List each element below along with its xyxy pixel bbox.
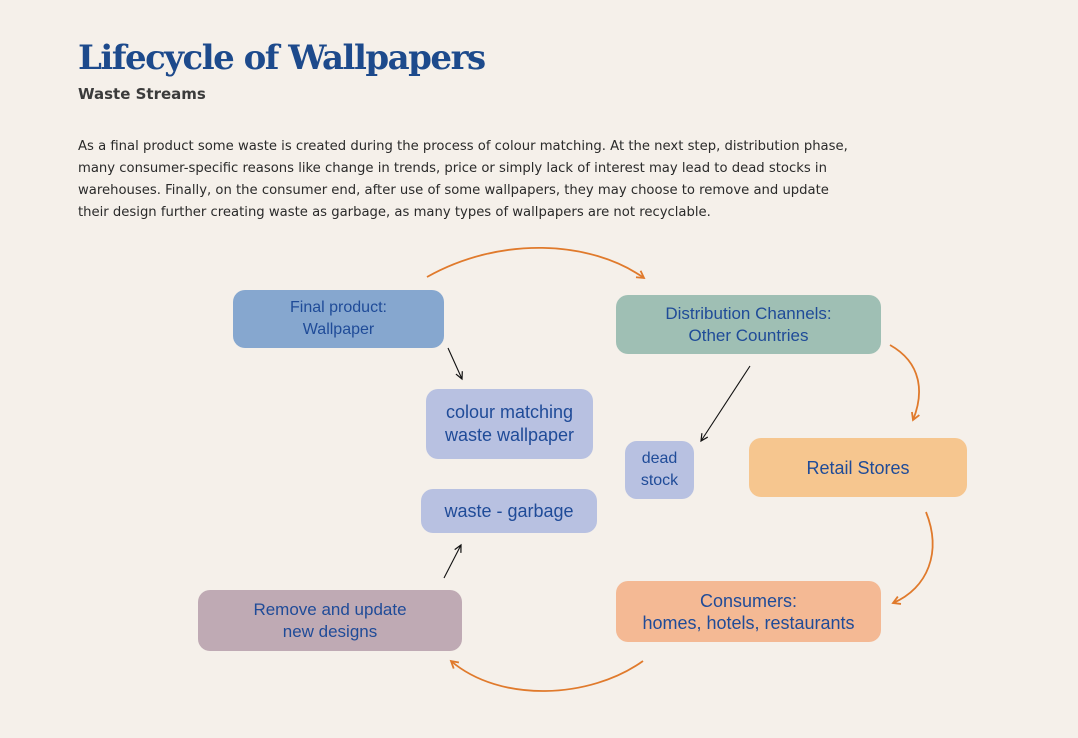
arrow-distribution-to-dead-stock [700,365,751,443]
node-colour-matching-waste: colour matching waste wallpaper [426,389,593,459]
arrow-retail-to-consumers [891,511,934,605]
node-consumers: Consumers: homes, hotels, restaurants [616,581,881,642]
node-retail-label: Retail Stores [806,457,910,478]
node-dead-stock-line2: stock [640,472,679,489]
node-remove-update: Remove and update new designs [198,590,462,651]
node-dead-stock-line1: dead [641,450,678,467]
node-retail-stores: Retail Stores [749,438,967,497]
arrow-final-to-colour-waste [447,347,463,381]
arrow-remove-to-garbage [443,543,462,579]
node-waste-garbage: waste - garbage [421,489,597,533]
page-subtitle: Waste Streams [78,85,206,103]
arrow-distribution-to-retail [889,344,920,422]
node-consumers-line1: Consumers: [699,590,798,611]
node-distribution-channels: Distribution Channels: Other Countries [616,295,881,354]
node-remove-update-line1: Remove and update [253,599,407,619]
node-remove-update-line2: new designs [282,621,378,641]
node-colour-matching-line2: waste wallpaper [444,425,575,445]
node-consumers-line2: homes, hotels, restaurants [642,612,855,633]
arrow-final-to-distribution [426,246,646,280]
node-distribution-line2: Other Countries [688,325,809,345]
node-dead-stock: dead stock [625,441,694,499]
arrow-consumers-to-remove [449,659,644,692]
intro-paragraph: As a final product some waste is created… [78,139,848,220]
node-distribution-line1: Distribution Channels: [665,303,832,323]
node-final-product: Final product: Wallpaper [233,290,444,348]
node-colour-matching-line1: colour matching [445,402,574,422]
node-waste-garbage-label: waste - garbage [444,501,574,521]
node-final-product-line1: Final product: [290,299,387,316]
page-title: Lifecycle of Wallpapers [78,38,486,78]
node-final-product-line2: Wallpaper [302,321,375,338]
